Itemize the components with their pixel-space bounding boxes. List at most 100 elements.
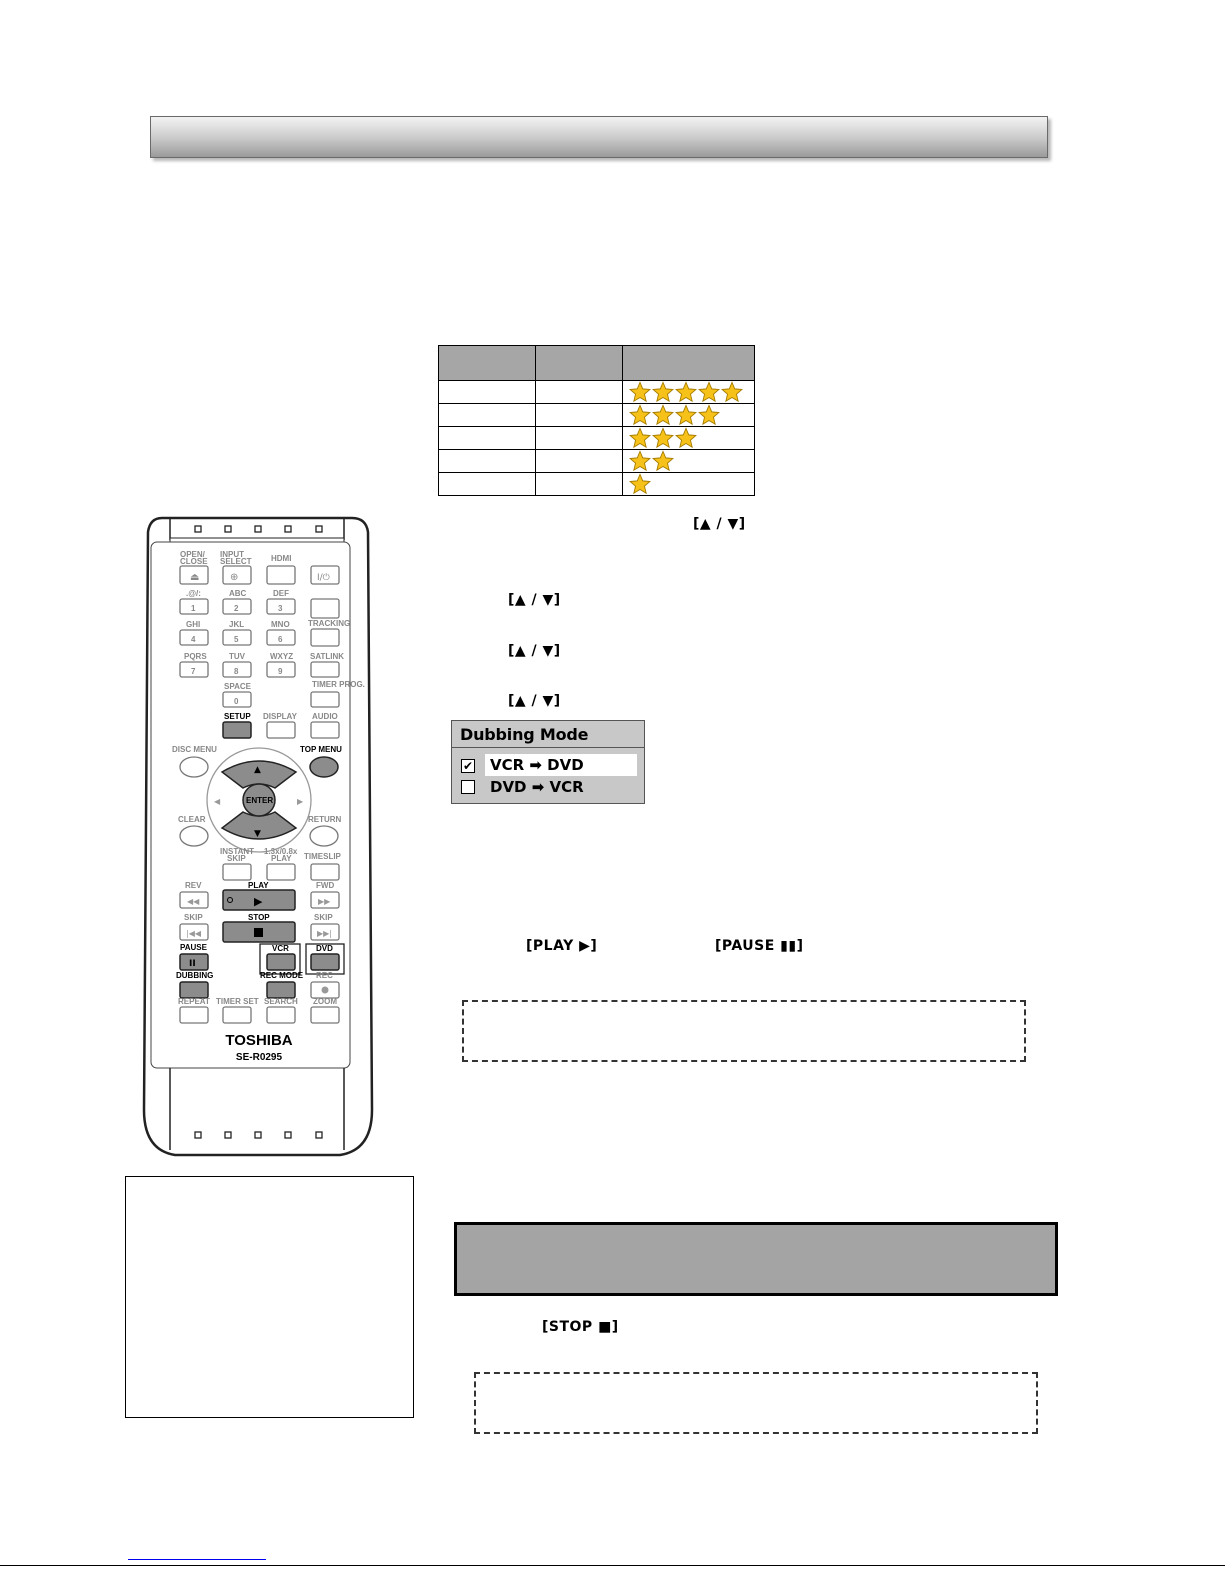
satlink-button[interactable] (310, 661, 340, 678)
tracking-down-button[interactable] (310, 628, 340, 647)
display-button[interactable] (266, 721, 296, 739)
tracking-up-button[interactable] (310, 598, 340, 619)
svg-text:REPEAT: REPEAT (178, 997, 210, 1006)
svg-text:SPACE: SPACE (224, 682, 252, 691)
stop-key-label: [STOP ■] (542, 1319, 619, 1335)
search-button[interactable] (266, 1006, 296, 1024)
checkbox-checked-icon[interactable]: ✔ (461, 759, 475, 773)
svg-text:SKIP: SKIP (184, 913, 203, 922)
down-arrow-button[interactable] (220, 811, 298, 840)
digit-7-button[interactable] (179, 661, 209, 678)
skip-forward-icon: ▶▶| (317, 929, 332, 938)
digit-6-button[interactable] (266, 629, 296, 646)
power-icon: I/⏻ (317, 572, 330, 583)
svg-text:TIMER SET: TIMER SET (216, 997, 259, 1006)
svg-text:4: 4 (191, 635, 196, 644)
instant-skip-button[interactable] (222, 863, 252, 881)
star-icon (629, 381, 651, 403)
star-icon (675, 404, 697, 426)
footer-rule (0, 1565, 1225, 1566)
up-down-key-label: [▲ / ▼] (693, 516, 746, 532)
fwd-button[interactable] (310, 891, 340, 909)
skip-back-button[interactable] (179, 923, 209, 941)
dubbing-button[interactable] (179, 981, 209, 999)
table-header-cell (535, 345, 623, 381)
svg-text:JKL: JKL (229, 620, 244, 629)
star-icon (652, 427, 674, 449)
hdmi-button[interactable] (266, 565, 296, 585)
rev-button[interactable] (179, 891, 209, 909)
digit-0-button[interactable] (222, 691, 252, 708)
digit-4-button[interactable] (179, 629, 209, 646)
note-box (474, 1372, 1038, 1434)
hdmi-label: HDMI (271, 554, 291, 563)
star-icon (721, 381, 743, 403)
digit-2-button[interactable] (222, 598, 252, 615)
up-arrow-button[interactable] (220, 760, 298, 789)
open-close-button[interactable] (179, 565, 209, 585)
table-row (438, 380, 755, 404)
indicator-icon (227, 897, 233, 903)
digit-5-button[interactable] (222, 629, 252, 646)
play-key-label: [PLAY ▶] (526, 938, 598, 954)
star-icon (629, 427, 651, 449)
svg-text:PLAY: PLAY (248, 881, 269, 890)
svg-text:RETURN: RETURN (308, 815, 342, 824)
speed-play-button[interactable] (266, 863, 296, 881)
enter-button[interactable] (242, 783, 276, 817)
svg-text:PAUSE: PAUSE (180, 943, 208, 952)
svg-text:REV: REV (185, 881, 202, 890)
pause-key-label: [PAUSE ▮▮] (715, 938, 804, 954)
pause-icon: II (189, 959, 196, 969)
svg-text:GHI: GHI (186, 620, 200, 629)
svg-text:7: 7 (191, 667, 196, 676)
input-select-button[interactable] (222, 565, 252, 585)
star-icon (629, 450, 651, 472)
vcr-highlight-frame (259, 943, 301, 975)
vcr-button[interactable] (266, 953, 296, 971)
section-header-bar (150, 116, 1048, 158)
svg-text:ABC: ABC (229, 589, 247, 598)
clear-button[interactable] (179, 825, 209, 847)
play-button[interactable] (222, 889, 296, 911)
top-menu-button[interactable] (309, 756, 339, 778)
audio-button[interactable] (310, 721, 340, 739)
svg-text:.@/:: .@/: (186, 589, 201, 598)
rec-mode-button[interactable] (266, 981, 296, 999)
svg-text:SKIP: SKIP (227, 854, 246, 863)
timer-prog-button[interactable] (310, 691, 340, 708)
menu-option-dvd-to-vcr[interactable]: DVD ➡ VCR (490, 778, 584, 796)
footer-link-underline[interactable] (128, 1559, 266, 1560)
dvd-button[interactable] (310, 953, 340, 971)
zoom-button[interactable] (310, 1006, 340, 1024)
repeat-button[interactable] (179, 1006, 209, 1024)
pause-button[interactable] (179, 953, 209, 971)
checkbox-empty-icon[interactable] (461, 780, 475, 794)
instant-skip-label: INSTANT (220, 847, 254, 856)
left-arrow-icon[interactable]: ◀ (214, 797, 221, 806)
svg-text:6: 6 (278, 635, 283, 644)
skip-forward-button[interactable] (310, 923, 340, 941)
power-button[interactable] (310, 565, 340, 585)
star-rating (623, 427, 754, 449)
svg-text:VCR: VCR (272, 944, 289, 953)
star-rating (623, 450, 754, 472)
digit-9-button[interactable] (266, 661, 296, 678)
svg-text:MNO: MNO (271, 620, 290, 629)
timer-set-button[interactable] (222, 1006, 252, 1024)
table-row (438, 426, 755, 450)
digit-8-button[interactable] (222, 661, 252, 678)
timeslip-button[interactable] (310, 863, 340, 881)
disc-menu-button[interactable] (179, 756, 209, 778)
right-arrow-icon[interactable]: ▶ (297, 797, 304, 806)
table-header-cell (438, 345, 536, 381)
table-header-cell (622, 345, 755, 381)
digit-1-button[interactable] (179, 598, 209, 615)
svg-text:CLOSE: CLOSE (180, 557, 208, 566)
dubbing-mode-menu: Dubbing Mode ✔ VCR ➡ DVD DVD ➡ VCR (451, 720, 645, 804)
digit-3-button[interactable] (266, 598, 296, 615)
svg-text:CLEAR: CLEAR (178, 815, 206, 824)
setup-button[interactable] (222, 721, 252, 739)
menu-option-vcr-to-dvd[interactable]: VCR ➡ DVD (490, 756, 584, 774)
return-button[interactable] (309, 825, 339, 847)
